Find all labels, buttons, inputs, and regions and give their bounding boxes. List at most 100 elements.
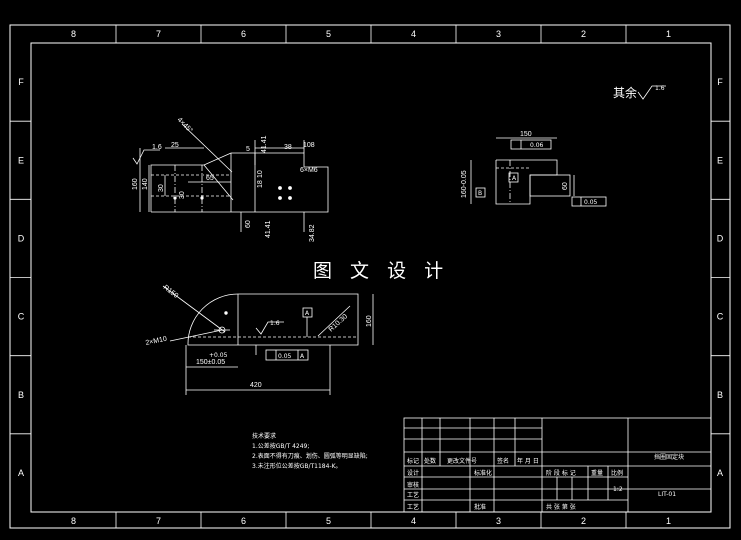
- zone-label: 7: [156, 516, 161, 526]
- r10-leader: [317, 305, 351, 337]
- zone-label: 3: [496, 516, 501, 526]
- side-tol-bottom: 0.05: [584, 199, 598, 206]
- zone-label: 8: [71, 29, 76, 39]
- zone-label: 3: [496, 29, 501, 39]
- zone-label: 5: [326, 29, 331, 39]
- side-datum-a: A: [512, 175, 517, 182]
- zone-label: 1: [666, 29, 671, 39]
- plan-view: [162, 285, 374, 395]
- title-block-text: 标记 处数 更改文件号 签名 年 月 日 设计 标准化 审核 工艺 工艺 批准 …: [407, 453, 684, 511]
- tb-scale-label: 比例: [611, 469, 623, 477]
- zone-label: 4: [411, 29, 416, 39]
- notes-line: 3.未注形位公差按GB/T1184-K。: [252, 462, 342, 470]
- chamfer-leader: [181, 123, 233, 173]
- tb-count: 处数: [424, 457, 436, 465]
- plan-d150: 150±0.05: [196, 359, 225, 366]
- datum-b-box: [475, 187, 486, 198]
- holes-leader: [169, 329, 223, 342]
- side-datum-b: B: [478, 190, 482, 197]
- dim-65: 65: [206, 175, 214, 182]
- tolerance-frame-bottom: [571, 196, 607, 207]
- side-dim-60: 60: [562, 182, 569, 190]
- zone-label: D: [717, 233, 724, 243]
- plan-datum: A: [305, 310, 310, 317]
- plan-tol-small: +0.05: [209, 352, 228, 359]
- m10-hole: [218, 326, 226, 334]
- zone-label: 6: [241, 29, 246, 39]
- thread-hole: [288, 186, 292, 190]
- tb-weight: 重量: [591, 469, 603, 477]
- zone-label: E: [18, 155, 24, 165]
- general-roughness: 其余 1.6: [613, 85, 666, 100]
- zone-label: 6: [241, 516, 246, 526]
- tb-part-name: 挡圈固定块: [654, 453, 684, 461]
- zone-label: 2: [581, 29, 586, 39]
- plan-datum-box: [302, 307, 313, 318]
- dim-60: 60: [245, 220, 252, 228]
- zone-label: F: [717, 77, 723, 87]
- tb-std: 标准化: [474, 469, 492, 477]
- hole-mark: [200, 196, 204, 200]
- plan-r10: R10.30: [328, 313, 350, 333]
- plan-roughness-icon: [255, 321, 284, 335]
- technical-notes: 技术要求 1.公差按GB/T 4249; 2.表面不得有刀痕、划伤、圆弧等明显缺…: [252, 432, 368, 470]
- front-roughness-icon: [132, 149, 160, 165]
- zone-label: F: [18, 77, 24, 87]
- dim-chamfer: 4×45°: [176, 116, 195, 135]
- tb-stage: 阶 段 标 记: [546, 469, 576, 477]
- dim-25: 25: [171, 142, 179, 149]
- dim-41-bottom: 41.41: [265, 220, 272, 238]
- dim-6m6: 6×M6: [300, 167, 318, 174]
- plan-tol-datum: A: [300, 353, 305, 360]
- thread-hole: [288, 196, 292, 200]
- dim-160: 160: [132, 178, 139, 190]
- dim-34: 34.82: [309, 224, 316, 242]
- tb-drawing-no: LIT-01: [658, 491, 676, 498]
- plan-tol: 0.05: [278, 353, 292, 360]
- front-view-outline: [150, 152, 329, 213]
- tb-change: 更改文件号: [447, 457, 477, 465]
- hole-mark: [224, 311, 228, 315]
- zone-label: B: [18, 390, 24, 400]
- tb-approve: 批准: [474, 503, 486, 511]
- r150-leader: [162, 285, 226, 333]
- dim-30a: 30: [158, 184, 165, 192]
- tb-mark: 标记: [407, 457, 419, 465]
- tolerance-frame-top: [510, 139, 552, 150]
- tb-process-2: 工艺: [407, 503, 419, 511]
- tb-date: 年 月 日: [517, 457, 539, 465]
- front-view: [132, 123, 329, 232]
- hole-mark: [173, 196, 177, 200]
- zone-label: 4: [411, 516, 416, 526]
- zone-label: D: [18, 233, 25, 243]
- plan-view-dims: R150 2×M10 150±0.05 +0.05 420 R10.30 160…: [145, 284, 373, 389]
- tb-process: 工艺: [407, 491, 419, 499]
- zone-label: C: [18, 312, 25, 322]
- notes-line: 1.公差按GB/T 4249;: [252, 442, 309, 450]
- zone-label: 5: [326, 516, 331, 526]
- roughness-other-label: 其余: [613, 85, 637, 100]
- side-tol-top: 0.06: [530, 142, 544, 149]
- side-dim-160tol: 160-0.05: [461, 170, 468, 198]
- tb-check: 审核: [407, 481, 419, 489]
- tb-sign: 签名: [497, 457, 509, 465]
- plan-r150: R150: [162, 284, 180, 300]
- watermark: 图 文 设 计: [313, 260, 449, 282]
- dim-140: 140: [142, 178, 149, 190]
- zone-label: 2: [581, 516, 586, 526]
- title-block-frame: [403, 417, 712, 513]
- tb-scale-value: 1:2: [613, 486, 623, 493]
- dim-30b: 30: [179, 191, 186, 199]
- plan-tolerance-frame: [265, 349, 309, 361]
- dim-108: 108: [303, 142, 315, 149]
- side-view-step: [529, 174, 571, 197]
- dim-5: 5: [246, 146, 250, 153]
- thread-hole: [278, 186, 282, 190]
- plan-d420: 420: [250, 382, 262, 389]
- zone-label: E: [717, 155, 723, 165]
- dim-18: 18: [257, 180, 264, 188]
- tb-design: 设计: [407, 469, 419, 477]
- side-dim-150: 150: [520, 131, 532, 138]
- thread-hole: [278, 196, 282, 200]
